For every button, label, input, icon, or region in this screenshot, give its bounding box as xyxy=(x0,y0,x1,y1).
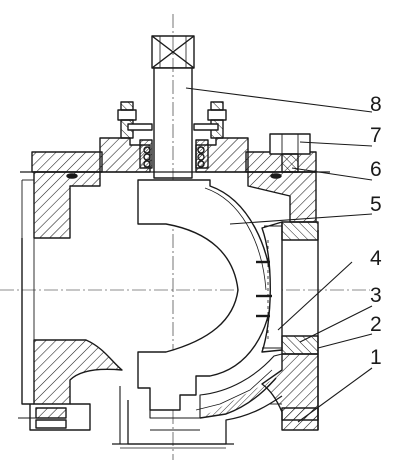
callout-1: 1 xyxy=(370,346,382,369)
callout-5: 5 xyxy=(370,193,382,216)
body-lower xyxy=(18,339,319,449)
seat-retainers xyxy=(262,221,319,355)
callout-8: 8 xyxy=(370,93,382,116)
callout-4: 4 xyxy=(370,247,382,270)
callout-6: 6 xyxy=(370,158,382,181)
stem xyxy=(151,14,195,460)
callout-2: 2 xyxy=(370,313,382,336)
callout-labels: 8 7 6 5 4 3 2 1 xyxy=(370,93,382,369)
body-bore xyxy=(0,230,370,340)
gland-bolts xyxy=(117,101,227,168)
seat-sleeve xyxy=(256,221,283,353)
callout-7: 7 xyxy=(370,124,382,147)
cover-bolt xyxy=(269,133,311,173)
leader-lines xyxy=(185,87,373,423)
plug xyxy=(137,179,273,411)
body-upper-walls xyxy=(20,171,330,239)
callout-3: 3 xyxy=(370,284,382,307)
